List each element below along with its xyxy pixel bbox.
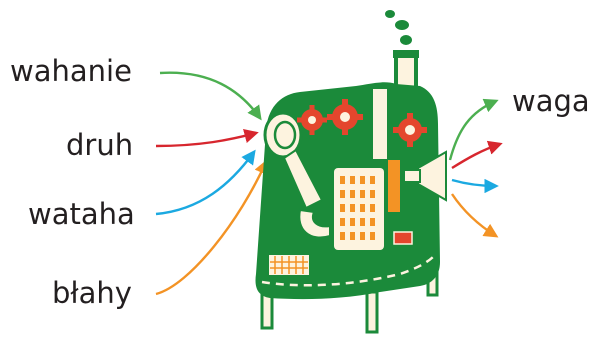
input-word-blahy: błahy (52, 276, 132, 310)
input-word-wataha: wataha (28, 197, 135, 231)
smoke-puff (395, 20, 409, 30)
machine-tube (372, 88, 388, 160)
input-arrow-wahanie (160, 73, 260, 118)
orange-indicator (388, 160, 400, 212)
red-panel (394, 232, 412, 244)
input-word-druh: druh (66, 128, 133, 162)
output-arrow-green (450, 101, 496, 160)
output-word-waga: waga (512, 84, 590, 118)
output-arrow-blue (452, 180, 496, 186)
smoke-puff (400, 35, 412, 45)
dot-display (334, 168, 384, 250)
output-arrow-orange (452, 194, 496, 236)
machine-leg (367, 292, 377, 332)
smoke-puff (385, 10, 395, 18)
grid-panel (268, 254, 310, 276)
input-arrow-druh (156, 133, 256, 146)
output-arrow-red (452, 144, 500, 168)
input-arrow-blahy (156, 162, 266, 294)
word-machine-illustration (256, 10, 446, 332)
input-word-wahanie: wahanie (10, 54, 132, 88)
input-arrow-wataha (156, 152, 254, 214)
